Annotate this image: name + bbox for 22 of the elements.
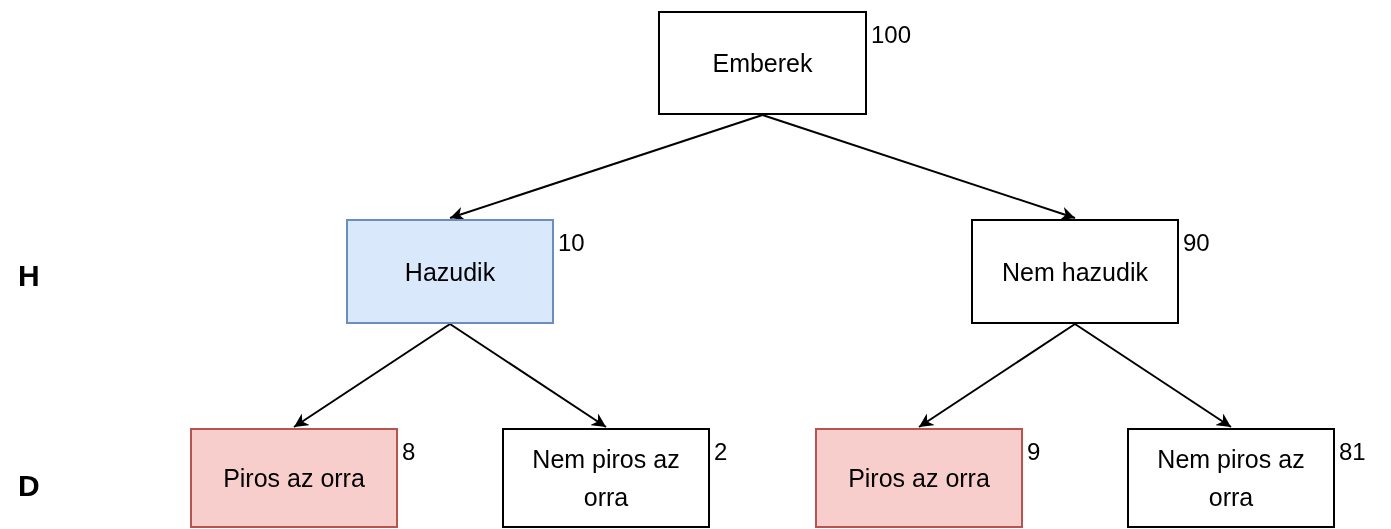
count-label: 100 (871, 20, 912, 50)
count-label: 9 (1027, 437, 1041, 467)
count-label: 10 (558, 228, 585, 258)
arrow (449, 323, 607, 428)
count-label: 81 (1339, 437, 1366, 467)
arrow (918, 323, 1076, 428)
box-label: Emberek (712, 48, 813, 79)
box-label: Piros az orra (848, 463, 990, 494)
arrow (761, 114, 1076, 221)
count-label: 2 (714, 437, 728, 467)
box-label: Piros az orra (223, 463, 365, 494)
level-label: H (18, 258, 40, 294)
box-label: Nem piros az orra (1156, 444, 1306, 513)
arrow (293, 323, 451, 428)
arrow (449, 114, 764, 221)
count-label: 90 (1183, 228, 1210, 258)
arrow (1074, 323, 1232, 428)
box-label: Hazudik (404, 256, 496, 288)
box-label: Nem hazudik (1002, 256, 1148, 288)
level-label: D (18, 468, 40, 504)
count-label: 8 (402, 437, 416, 467)
box-label: Nem piros az orra (531, 444, 681, 513)
